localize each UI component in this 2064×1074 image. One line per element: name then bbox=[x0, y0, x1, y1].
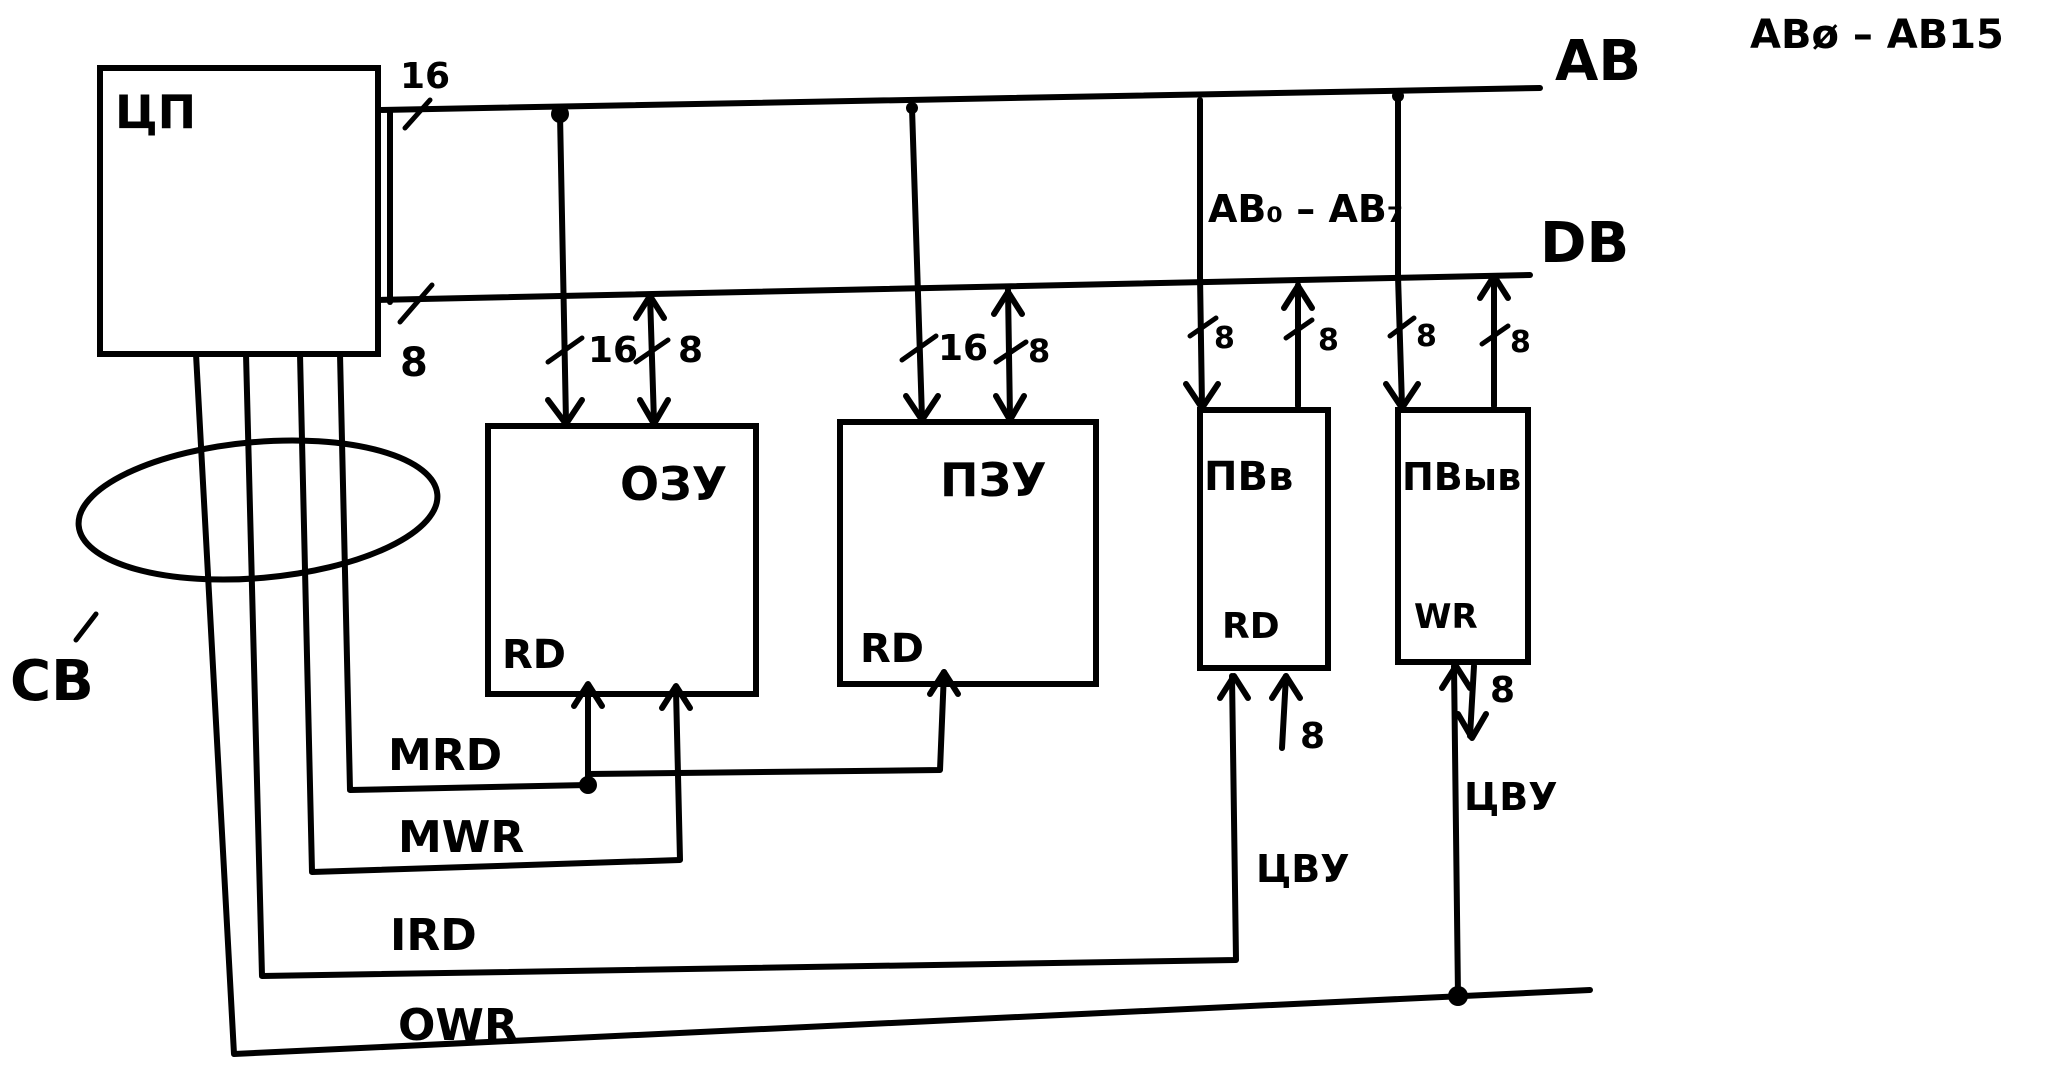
rom-pin-label: RD bbox=[860, 626, 924, 672]
cpu-label: ЦП bbox=[115, 85, 196, 139]
input-port-address-width: 8 bbox=[1214, 321, 1235, 356]
output-port-ext-device: ЦВУ bbox=[1464, 775, 1558, 819]
input-port-address-arrow bbox=[1183, 381, 1221, 411]
control-bus-label: CB bbox=[10, 649, 94, 714]
rom-address-line bbox=[909, 105, 925, 421]
mrd-ram-arrow bbox=[571, 681, 605, 709]
output-port-label: ПВыв bbox=[1402, 455, 1521, 499]
address-bus-label: AB bbox=[1555, 29, 1641, 94]
ram-address-line bbox=[557, 111, 569, 425]
output-port-data-arrow-up bbox=[1477, 273, 1511, 301]
input-port-data-tick bbox=[1283, 317, 1315, 341]
port-ab-junction bbox=[1392, 90, 1404, 102]
ram-data-tick bbox=[633, 337, 671, 365]
ram-address-tick bbox=[545, 335, 585, 365]
rom-data-tick bbox=[993, 339, 1029, 365]
input-port-ext-device: ЦВУ bbox=[1256, 847, 1350, 891]
ram-block bbox=[485, 423, 759, 697]
address-bus-line bbox=[375, 85, 1543, 113]
input-port-ext-line bbox=[1279, 673, 1289, 751]
input-port-label: ПВв bbox=[1204, 454, 1293, 500]
input-port-pin-label: RD bbox=[1222, 606, 1280, 647]
rom-data-width: 8 bbox=[1028, 332, 1050, 370]
input-port-ext-arrow bbox=[1269, 673, 1303, 701]
rom-data-arrow-down bbox=[993, 393, 1027, 423]
ird-arrow bbox=[1217, 673, 1251, 701]
input-port-block bbox=[1197, 407, 1331, 671]
mwr-line bbox=[297, 351, 683, 875]
owr-line bbox=[193, 351, 1593, 1057]
rom-address-width: 16 bbox=[938, 328, 988, 369]
rom-block bbox=[837, 419, 1099, 687]
rom-data-arrow-up bbox=[991, 289, 1025, 317]
mrd-junction bbox=[579, 776, 597, 794]
output-port-address-arrow bbox=[1383, 381, 1421, 411]
output-port-address-line bbox=[1395, 273, 1405, 409]
ram-address-arrow bbox=[545, 397, 585, 427]
ram-data-arrow-down bbox=[637, 397, 671, 427]
output-port-ext-width: 8 bbox=[1490, 670, 1515, 711]
address-range-note: ABø – AB15 bbox=[1750, 12, 2004, 58]
rom-address-tick bbox=[899, 333, 939, 363]
rom-address-arrow bbox=[903, 393, 941, 423]
ram-address-width: 16 bbox=[588, 330, 638, 371]
control-bus-loop bbox=[75, 437, 441, 583]
output-port-ext-line bbox=[1467, 663, 1477, 739]
data-bus-line bbox=[375, 272, 1533, 303]
ram-label: ОЗУ bbox=[620, 457, 727, 511]
owr-junction bbox=[1448, 986, 1468, 1006]
data-bus-width-tick bbox=[397, 282, 435, 325]
input-port-address-tick bbox=[1187, 315, 1219, 339]
data-bus-width: 8 bbox=[400, 340, 428, 386]
mrd-line bbox=[337, 351, 591, 793]
input-port-data-arrow-up bbox=[1281, 283, 1315, 311]
ram-pin-label: RD bbox=[502, 632, 566, 678]
output-port-pin-label: WR bbox=[1414, 597, 1478, 637]
address-bus-width: 16 bbox=[400, 56, 450, 97]
input-port-data-width: 8 bbox=[1318, 323, 1339, 358]
owr-label: OWR bbox=[398, 1000, 518, 1051]
mwr-label: MWR bbox=[398, 812, 524, 863]
output-port-address-width: 8 bbox=[1416, 319, 1437, 354]
output-port-data-tick bbox=[1479, 323, 1511, 347]
rom-label: ПЗУ bbox=[940, 453, 1047, 507]
ram-data-width: 8 bbox=[678, 330, 703, 371]
cpu-block bbox=[97, 65, 381, 357]
output-port-data-width: 8 bbox=[1510, 325, 1531, 360]
control-bus-pointer bbox=[73, 611, 99, 643]
port-address-label: AB₀ – AB₇ bbox=[1208, 187, 1404, 231]
owr-arrow bbox=[1439, 663, 1473, 691]
output-port-address-tick bbox=[1387, 315, 1417, 339]
input-port-ext-width: 8 bbox=[1300, 716, 1325, 757]
ird-label: IRD bbox=[390, 910, 477, 961]
address-bus-width-tick bbox=[402, 97, 433, 131]
mrd-label: MRD bbox=[388, 730, 502, 781]
ram-data-line bbox=[647, 292, 657, 425]
output-port-ext-arrow bbox=[1455, 711, 1489, 741]
ram-data-arrow-up bbox=[633, 293, 667, 321]
ird-line bbox=[243, 351, 1239, 979]
output-port-block bbox=[1395, 407, 1531, 665]
owr-port-branch bbox=[1451, 663, 1461, 999]
mrd-rom-arrow bbox=[927, 669, 961, 697]
mwr-ram-arrow bbox=[659, 683, 693, 711]
data-bus-label: DB bbox=[1540, 211, 1629, 276]
input-port-address-line bbox=[1197, 273, 1205, 409]
mrd-rom-branch bbox=[585, 669, 947, 777]
